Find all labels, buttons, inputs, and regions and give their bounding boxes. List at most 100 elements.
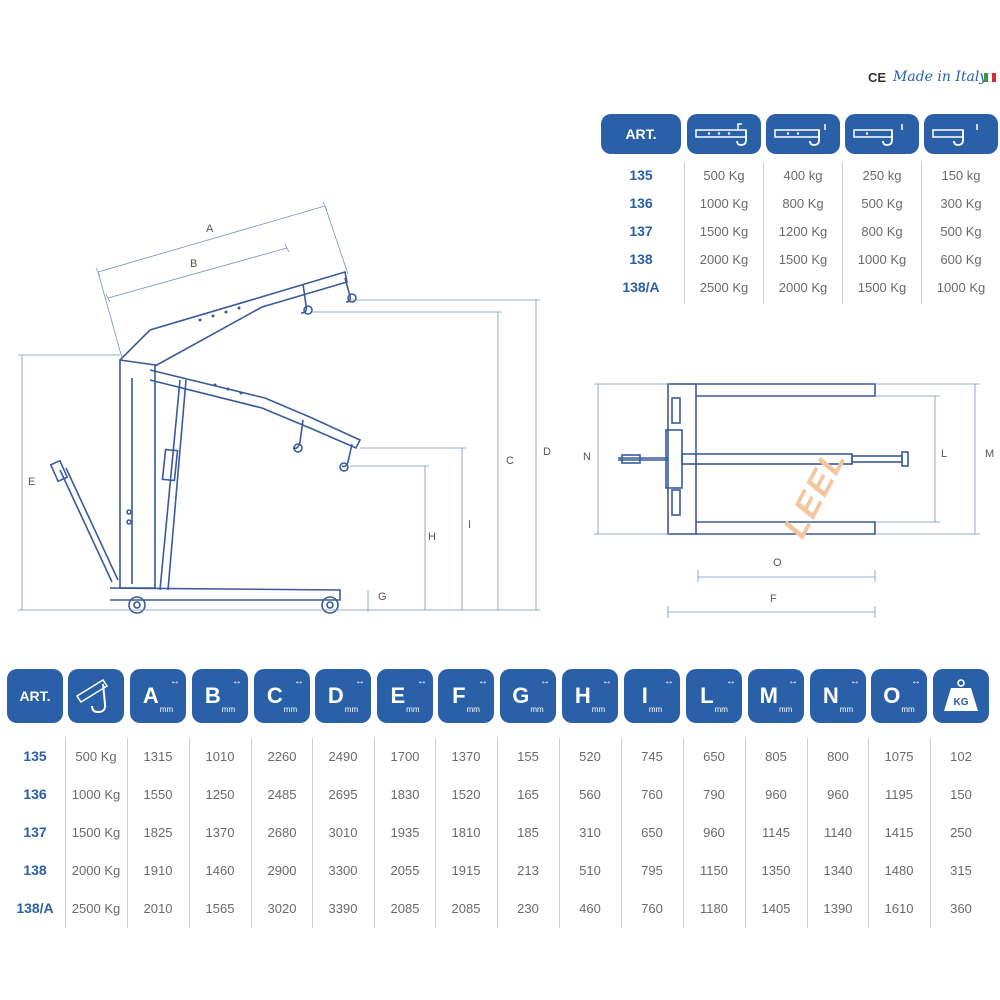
dimension-cell: 2680 — [267, 825, 297, 840]
column-divider — [930, 738, 931, 928]
dimension-label-d: D — [543, 446, 551, 458]
dimension-cell: 3300 — [328, 863, 358, 878]
dimension-letter: L — [700, 683, 714, 708]
dimension-cell: 1145 — [762, 825, 790, 840]
art-number: 135 — [629, 167, 653, 183]
dimension-cell: 1550 — [143, 787, 173, 802]
double-arrow-icon: ↔ — [788, 676, 798, 687]
capacity-cell: 1500 Kg — [778, 252, 828, 267]
column-divider — [65, 738, 66, 928]
dimension-cell: 800 — [827, 749, 849, 764]
double-arrow-icon: ↔ — [478, 676, 488, 687]
capacity-cell: 500 Kg — [940, 224, 982, 239]
dimension-letter: F — [452, 683, 466, 708]
dimension-cell: 960 — [703, 825, 725, 840]
capacity-cell: 2500 Kg — [699, 280, 749, 295]
dimension-cell: 230 — [517, 901, 539, 916]
dimension-cell: 2010 — [143, 901, 173, 916]
dimension-cell: 790 — [703, 787, 725, 802]
dimension-label-i: I — [468, 519, 472, 531]
dimension-cell: 2490 — [328, 749, 358, 764]
dimension-cell: 2055 — [390, 863, 420, 878]
arm-position-3-icon — [845, 114, 919, 154]
dimension-letter: M — [759, 683, 778, 708]
capacity-cell: 1000 Kg — [857, 252, 907, 267]
dimension-cell: 1390 — [823, 901, 853, 916]
unit-label: mm — [591, 705, 606, 714]
double-arrow-icon: ↔ — [417, 676, 427, 687]
capacity-cell: 1000 Kg — [936, 280, 986, 295]
weight-label: KG — [953, 696, 969, 708]
dimension-cell: 2085 — [390, 901, 420, 916]
dimension-label-m: M — [985, 448, 995, 460]
dimension-cell: 1350 — [761, 863, 791, 878]
double-arrow-icon: ↔ — [294, 676, 304, 687]
dimension-label-b: B — [190, 258, 198, 270]
dimension-cell: 1915 — [451, 863, 481, 878]
dimension-cell: 1405 — [761, 901, 791, 916]
capacity-cell: 2000 Kg — [699, 252, 749, 267]
unit-label: mm — [839, 705, 854, 714]
art-number: 138 — [23, 862, 47, 878]
double-arrow-icon: ↔ — [170, 676, 180, 687]
dimension-cell: 1250 — [205, 787, 235, 802]
unit-label: mm — [283, 705, 298, 714]
dimension-cell: 1370 — [205, 825, 235, 840]
art-number: 138/A — [16, 900, 54, 916]
crane-top-view-drawing — [594, 383, 980, 618]
double-arrow-icon: ↔ — [540, 676, 550, 687]
art-number: 136 — [23, 786, 47, 802]
dimension-cell: 1195 — [885, 787, 913, 802]
dimension-cell: 213 — [517, 863, 539, 878]
capacity-cell: 600 Kg — [940, 252, 982, 267]
dimension-label-e: E — [28, 476, 36, 488]
capacity-cell: 2500 Kg — [71, 901, 121, 916]
dimension-letter: G — [512, 683, 530, 708]
bottom-table-art-header: ART. — [7, 669, 63, 723]
capacity-cell: 500 Kg — [75, 749, 117, 764]
column-divider — [189, 738, 190, 928]
dimension-cell: 1825 — [143, 825, 173, 840]
dimension-cell: 1910 — [143, 863, 173, 878]
column-divider — [868, 738, 869, 928]
dimension-cell: 185 — [517, 825, 539, 840]
dimension-letter: C — [266, 683, 283, 708]
dimension-cell: 1315 — [143, 749, 173, 764]
capacity-cell: 1000 Kg — [71, 787, 121, 802]
dimension-cell: 760 — [641, 901, 663, 916]
dimension-cell: 745 — [641, 749, 663, 764]
dimension-cell: 510 — [579, 863, 601, 878]
capacity-cell: 1500 Kg — [71, 825, 121, 840]
dimension-cell: 1415 — [884, 825, 914, 840]
arm-position-2-icon — [766, 114, 840, 154]
dimension-label-g: G — [378, 591, 387, 603]
dimension-cell: 3010 — [328, 825, 358, 840]
unit-label: mm — [344, 705, 359, 714]
dimension-cell: 1700 — [390, 749, 420, 764]
weight-kg-icon: KG — [933, 669, 989, 723]
capacity-cell: 150 kg — [941, 168, 981, 183]
unit-label: mm — [779, 705, 793, 714]
art-number: 138 — [629, 251, 653, 267]
capacity-cell: 300 Kg — [940, 196, 982, 211]
dimension-cell: 1565 — [205, 901, 235, 916]
capacity-cell: 1000 Kg — [699, 196, 749, 211]
italy-flag-icon — [984, 73, 996, 82]
dimension-cell: 2695 — [328, 787, 358, 802]
column-divider — [127, 738, 128, 928]
dimension-cell: 3020 — [267, 901, 297, 916]
weight-cell: 102 — [950, 749, 972, 764]
dimension-cell: 2260 — [267, 749, 297, 764]
column-divider — [745, 738, 746, 928]
unit-label: mm — [648, 705, 663, 714]
weight-cell: 360 — [950, 901, 972, 916]
double-arrow-icon: ↔ — [664, 676, 674, 687]
dimension-cell: 1935 — [390, 825, 420, 840]
unit-label: mm — [406, 705, 420, 714]
column-divider — [559, 738, 560, 928]
dimension-label-f: F — [770, 593, 777, 605]
dimension-cell: 155 — [517, 749, 539, 764]
